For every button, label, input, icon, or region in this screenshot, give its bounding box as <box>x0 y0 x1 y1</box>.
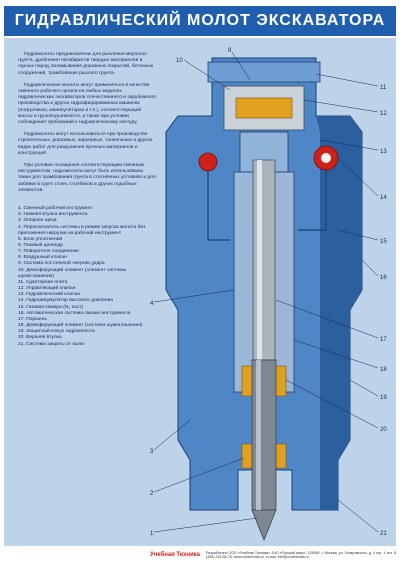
publisher-brand: Учебная Техника <box>150 552 200 558</box>
legend-item: 6. Газовый цилиндр <box>18 243 63 248</box>
legend-item: 5. Блок уплотнений <box>18 236 63 242</box>
callout-20: 20 <box>380 427 387 433</box>
adapter-plate <box>207 61 321 83</box>
hydraulic-valve-left <box>198 152 218 172</box>
callout-4: 4 <box>150 301 154 307</box>
callout-10: 10 <box>176 58 183 64</box>
callout-16: 16 <box>380 275 387 281</box>
legend-item: 3. Опорная щека <box>18 218 57 224</box>
callout-2: 2 <box>150 491 154 497</box>
description-paragraph-3: Гидромолоты могут использоваться при про… <box>18 132 153 156</box>
working-tool-shank <box>251 359 277 511</box>
legend-item: 1. Сменный рабочий инструмент <box>18 206 93 212</box>
piston-highlight <box>257 160 262 360</box>
footer: Учебная Техника Разработано ООО «Учебная… <box>4 548 396 562</box>
hammer-cutaway-diagram: 1 2 3 4 21 20 19 18 17 16 15 14 13 12 11… <box>150 48 387 542</box>
accumulator-core <box>321 153 331 163</box>
callout-9: 9 <box>228 48 232 54</box>
text-column: Гидромолоты предназначены для рыхления м… <box>18 52 156 348</box>
legend-item: 4. Переключатель системы в режим запуска… <box>18 224 146 236</box>
callout-19: 19 <box>380 395 387 401</box>
callout-21: 21 <box>380 531 387 537</box>
callout-14: 14 <box>380 195 387 201</box>
callout-17: 17 <box>380 337 387 343</box>
callout-13: 13 <box>380 149 387 155</box>
legend-item: 7. Поворотное соединение <box>18 249 79 255</box>
callout-12: 12 <box>380 111 387 117</box>
description-paragraph-2: Гидравлические молоты могут применяться … <box>18 82 156 126</box>
legend-item: 19. Защитный кожух гидромолота <box>18 329 95 335</box>
legend-item: 14. Гидроаккумулятор высокого давления <box>18 298 113 304</box>
legend-item: 20. Верхняя втулка <box>18 335 62 341</box>
legend-item: 16. Автоматическая система смазки инстру… <box>18 310 131 316</box>
legend-item: 13. Гидравлический клапан <box>18 292 81 298</box>
legend-item: 12. Управляющий клапан <box>18 286 76 292</box>
callout-11: 11 <box>380 85 387 91</box>
legend-item: 21. Система защиты от пыли <box>18 341 85 347</box>
description-paragraph-1: Гидромолоты предназначены для рыхления м… <box>18 52 154 76</box>
callout-1: 1 <box>150 531 154 537</box>
poster-title: ГИДРАВЛИЧЕСКИЙ МОЛОТ ЭКСКАВАТОРА <box>4 6 396 36</box>
casing-shadow <box>316 116 362 510</box>
legend-item: 11. Адаптерная плита <box>18 279 68 285</box>
callout-leaders <box>153 51 379 533</box>
legend-item: 15. Газовая камера (N₂ азот) <box>18 304 83 310</box>
hose-right <box>298 170 327 231</box>
parts-legend: 1. Сменный рабочий инструмент 2. Нижняя … <box>18 206 156 348</box>
legend-item: 9. Система постоянной энергии удара <box>18 261 105 267</box>
publisher-info: Разработано ООО «Учебная Техника» ЗАО «Р… <box>206 551 396 559</box>
tool-highlight <box>256 360 261 510</box>
hose-left <box>207 171 230 241</box>
description-paragraph-4: При условии оснащения соответствующим см… <box>18 163 156 193</box>
piston <box>252 159 276 361</box>
legend-item: 17. Поршень <box>18 316 48 322</box>
legend-item: 18. Демпфирующий элемент (система шумогл… <box>18 323 143 329</box>
valve-brass-insert <box>235 97 293 119</box>
callout-15: 15 <box>380 239 387 245</box>
legend-item: 8. Воздушный клапан <box>18 255 67 261</box>
legend-item: 10. Демпфирующий элемент (элемент систем… <box>18 267 127 279</box>
legend-item: 2. Нижняя втулка инструмента <box>18 212 88 218</box>
callout-18: 18 <box>380 367 387 373</box>
callout-3: 3 <box>150 449 154 455</box>
working-tool-tip <box>251 509 277 542</box>
